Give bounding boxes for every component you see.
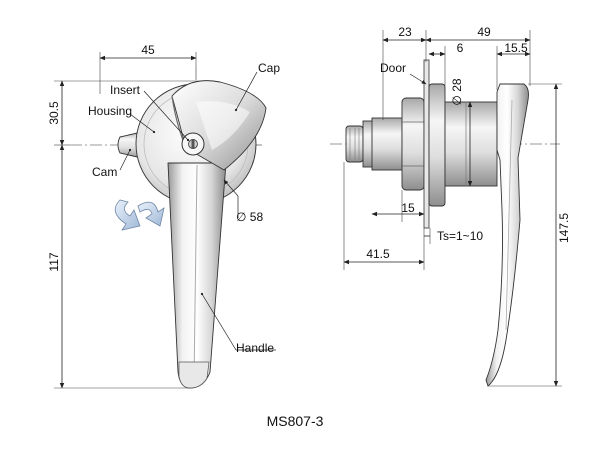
housing-label: Housing — [88, 104, 132, 118]
dim-6-text: 6 — [457, 41, 464, 55]
dim-15-5-text: 15.5 — [504, 41, 528, 55]
cap-label: Cap — [258, 61, 280, 75]
insert-slot — [191, 139, 195, 149]
dim-28-text: ∅ 28 — [450, 78, 464, 105]
dim-147-5-text: 147.5 — [557, 213, 571, 243]
model-caption: MS807-3 — [267, 413, 324, 429]
shaft — [444, 101, 498, 187]
side-handle-ridge — [505, 99, 513, 331]
dim-45-text: 45 — [141, 43, 155, 57]
dim-ts-text: Ts=1~10 — [437, 229, 483, 243]
dim-117-text: 117 — [47, 252, 61, 271]
insert-leader — [143, 90, 190, 142]
dim-58-text: ∅ 58 — [236, 210, 263, 224]
dim-49-text: 49 — [477, 25, 491, 39]
handle-label: Handle — [236, 341, 274, 355]
dim-23-text: 23 — [398, 25, 412, 39]
rotation-arrow-icon — [114, 199, 165, 231]
flange — [428, 83, 446, 207]
threaded-sleeve — [371, 117, 403, 171]
housing-leader — [129, 113, 156, 134]
side-handle — [485, 83, 529, 387]
cam-leader — [119, 148, 132, 171]
cam-label: Cam — [92, 165, 117, 179]
side-view: 23 49 6 15.5 Door ∅ 28 15 Ts=1~10 41.5 — [330, 25, 571, 387]
handle-leader — [200, 292, 237, 351]
hex-nut — [401, 97, 425, 191]
cap-leader — [234, 71, 258, 112]
dim-30-5-text: 30.5 — [47, 101, 61, 125]
front-view: 45 30.5 117 ∅ 58 Cap Insert Housing Cam … — [47, 43, 280, 389]
cap-inner-highlight — [196, 101, 250, 150]
door-panel — [423, 59, 430, 229]
dim-15-text: 15 — [401, 201, 415, 215]
end-nut — [345, 125, 364, 163]
dim-41-5-text: 41.5 — [366, 247, 390, 261]
handle-ridge — [193, 164, 198, 381]
dim-58-leader — [223, 179, 239, 197]
door-leader — [409, 73, 427, 85]
door-label: Door — [380, 61, 406, 75]
insert-label: Insert — [110, 83, 141, 97]
handle-tip — [178, 361, 210, 389]
